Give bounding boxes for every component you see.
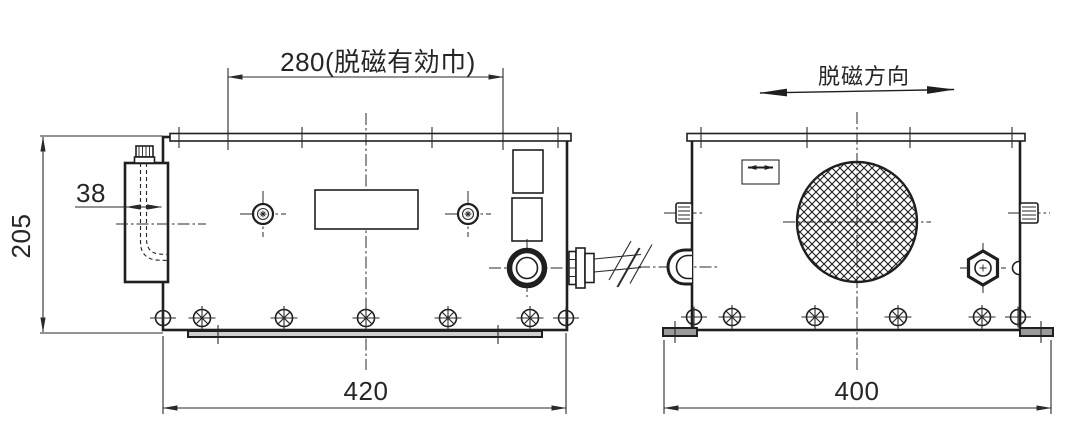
mounting-feet — [662, 321, 1054, 343]
side-view: 脱磁方向 — [608, 64, 1054, 414]
cable-clamp — [608, 240, 718, 288]
fan-grille — [795, 160, 919, 284]
cable-break-icon — [608, 240, 640, 288]
panel-window — [511, 197, 543, 242]
dim-overall-width-side: 400 — [663, 340, 1052, 414]
dim-height: 205 — [6, 135, 163, 334]
front-top-plate — [169, 127, 572, 148]
cable-line — [593, 253, 642, 273]
cable-break-icon — [617, 244, 653, 288]
panel-window — [512, 149, 544, 194]
name-plate — [314, 189, 419, 230]
hidden-cable-line — [139, 163, 168, 262]
round-connector — [489, 239, 565, 297]
front-base-plate — [187, 325, 543, 344]
direction-arrow-icon — [759, 86, 955, 97]
dim-effective-width-label: 280(脱磁有効巾) — [280, 47, 476, 77]
left-knob — [664, 202, 705, 224]
coil-bracket — [116, 145, 206, 284]
front-view: 280(脱磁有効巾) 38 205 — [6, 47, 653, 414]
dim-effective-width: 280(脱磁有効巾) — [227, 47, 504, 150]
direction-sticker — [741, 159, 780, 185]
side-top-plate — [686, 127, 1026, 148]
dim-bracket-width: 38 — [75, 178, 162, 210]
bolt-icon — [133, 145, 156, 164]
demag-direction-label: 脱磁方向 — [818, 64, 910, 89]
dim-bracket-width-label: 38 — [76, 178, 106, 208]
right-knob — [1008, 202, 1050, 224]
front-body-outline — [161, 135, 569, 332]
cable-gland — [568, 244, 653, 289]
dim-height-label: 205 — [6, 214, 36, 259]
wall-boss — [1011, 260, 1020, 276]
dim-overall-width-front-label: 420 — [344, 376, 389, 406]
hex-bolt — [960, 243, 1006, 293]
dim-overall-width-side-label: 400 — [835, 376, 880, 406]
demag-direction: 脱磁方向 — [759, 64, 955, 97]
dim-overall-width-front: 420 — [162, 333, 567, 414]
hidden-cable-line — [145, 163, 168, 256]
